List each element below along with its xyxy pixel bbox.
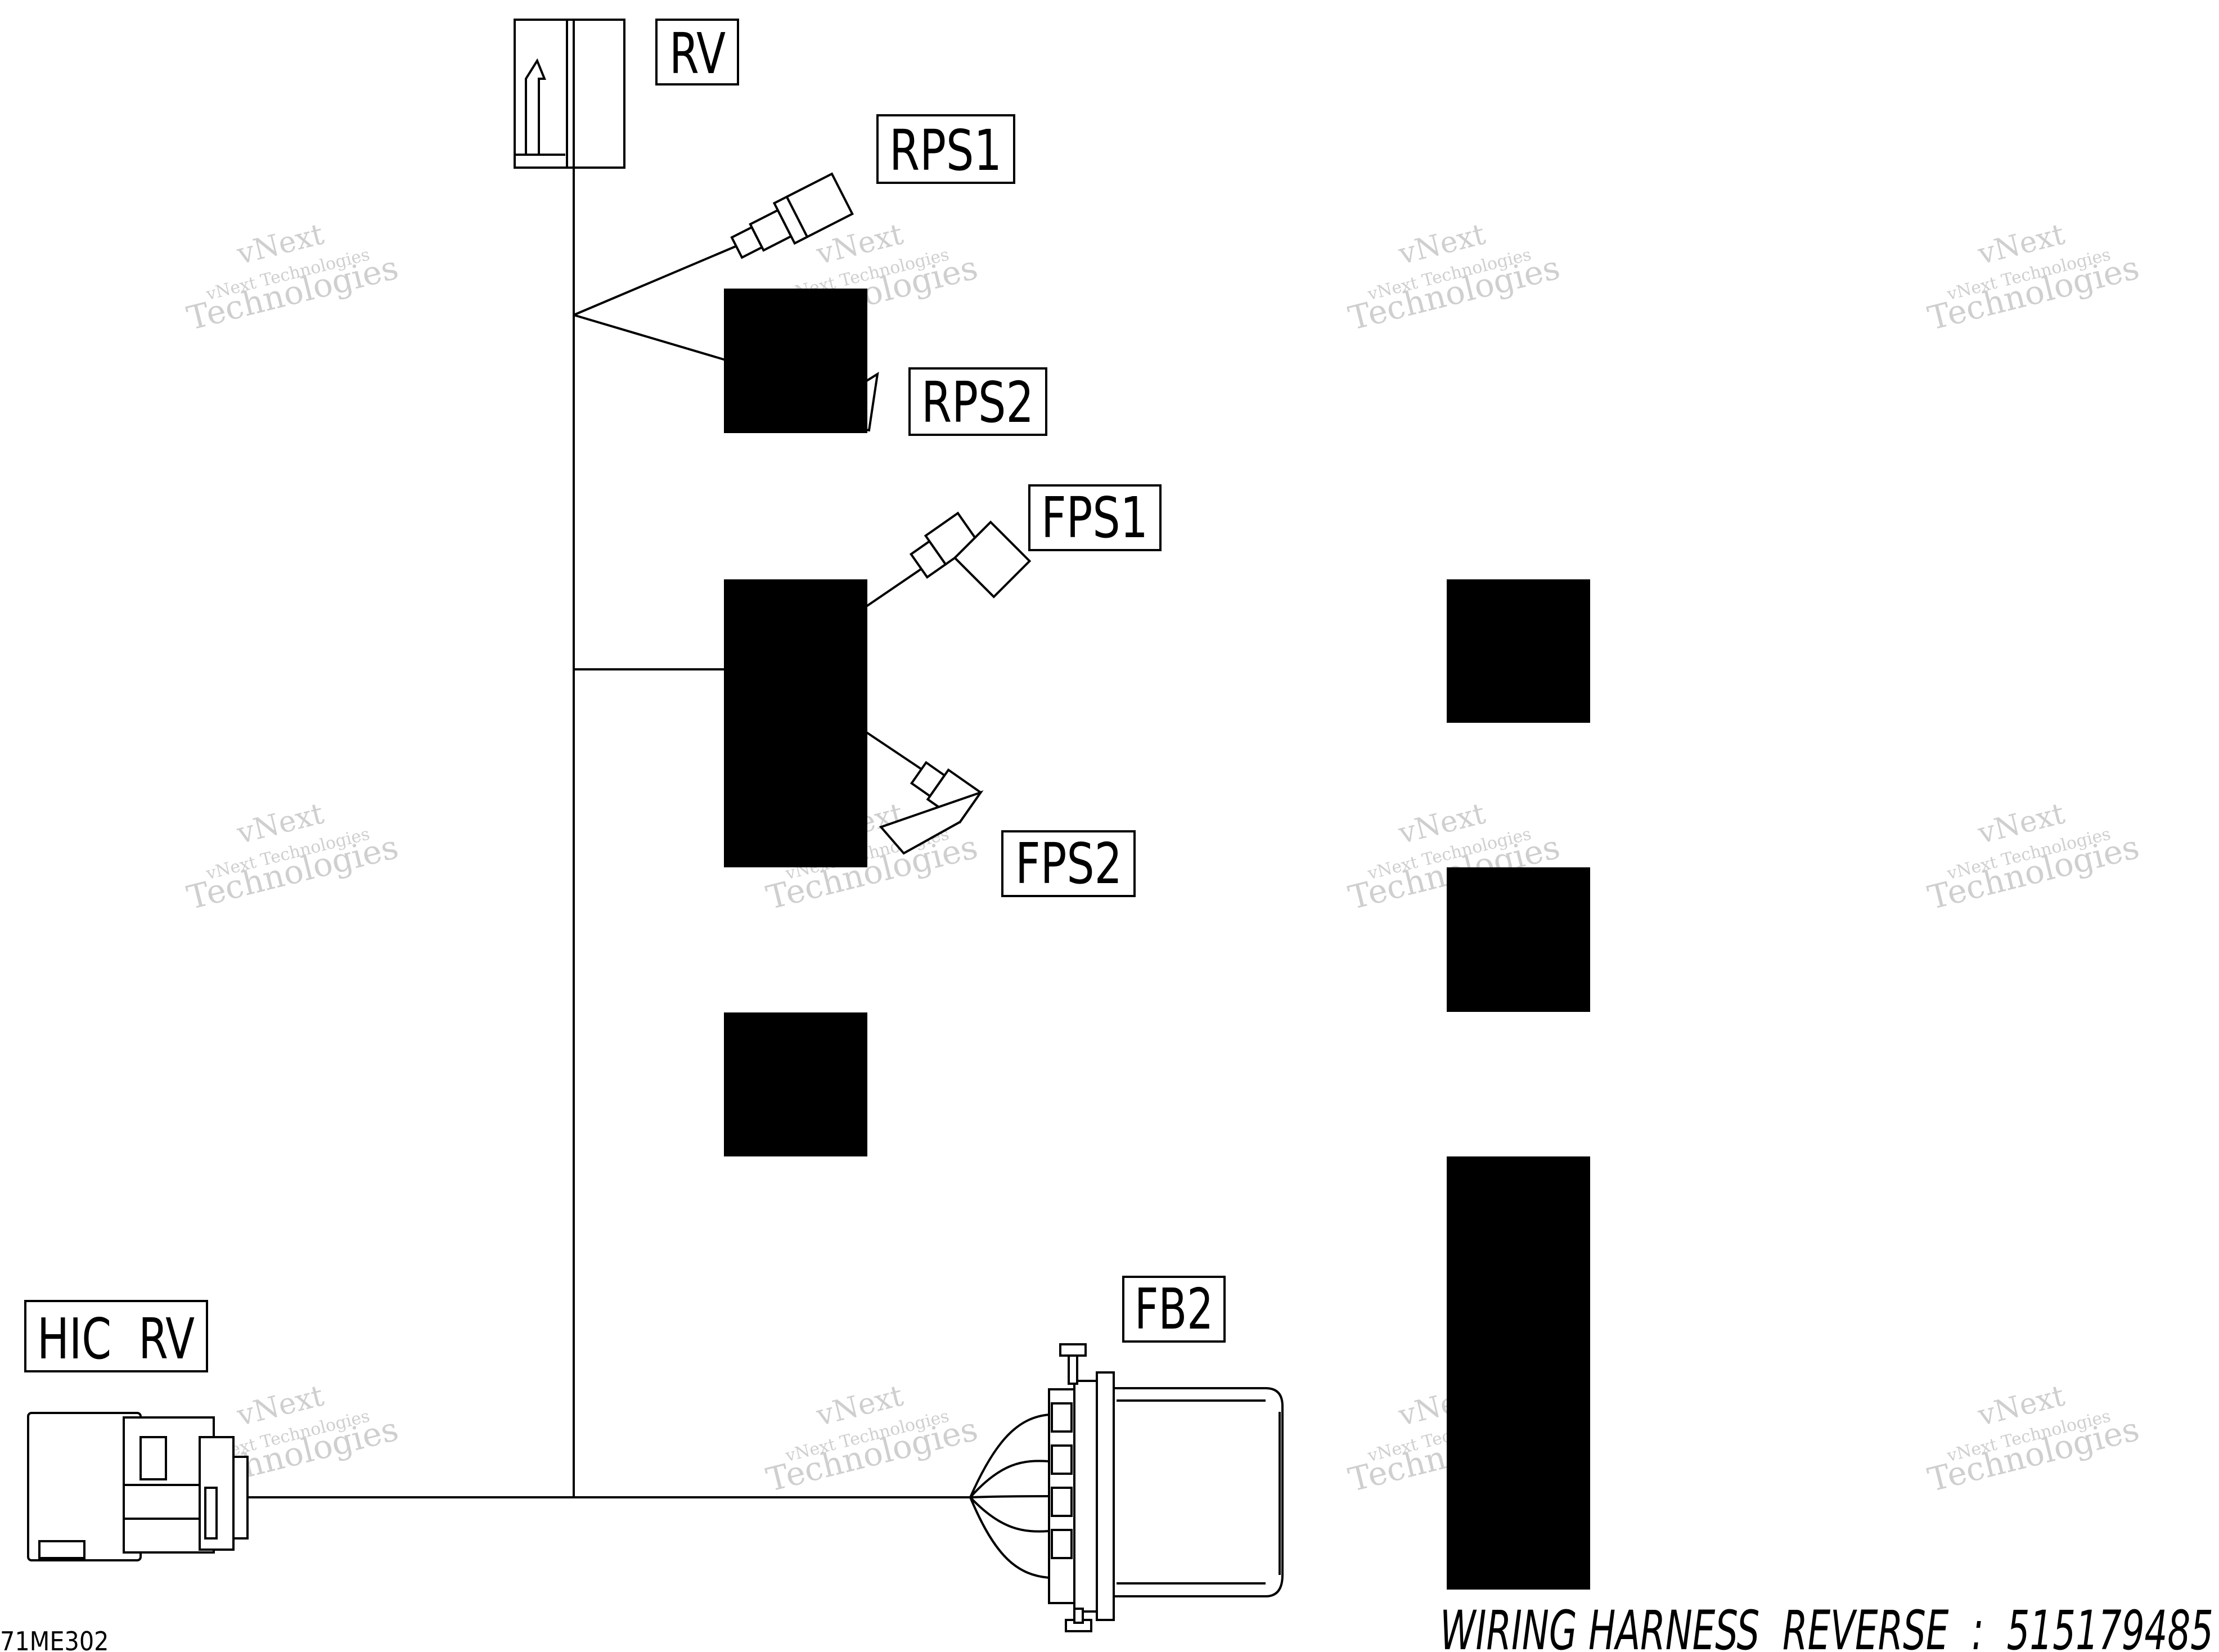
fb2-label: FB2 [1135, 1276, 1213, 1342]
fps1-label: FPS1 [1041, 485, 1148, 551]
redaction-block [724, 1012, 867, 1156]
redaction-block [1447, 1156, 1590, 1590]
fb2-label-box [1122, 1276, 1226, 1343]
branch-fps1-wire [859, 567, 924, 611]
branch-rps1-wire [573, 242, 744, 316]
drawing-code: 71ME302 [0, 1626, 109, 1652]
redaction-block [1447, 579, 1590, 723]
watermark-text: Technologies [183, 827, 402, 917]
hic-rv-label: HIC RV [37, 1306, 195, 1372]
watermark-text: Technologies [183, 248, 402, 337]
branch-fps2-wire [859, 727, 926, 773]
diagram-title: WIRING HARNESS REVERSE : 515179485 [1440, 1599, 2213, 1652]
fps2-connector [879, 760, 984, 855]
rv-label: RV [669, 21, 726, 87]
harness-wires [247, 163, 1050, 1579]
rps1-label-box [876, 114, 1015, 184]
fps1-label-box [1028, 484, 1162, 551]
hic-rv-label-box [24, 1300, 208, 1372]
rv-label-box [655, 19, 739, 85]
watermark-text: Technologies [1924, 1410, 2143, 1499]
fps2-label-box [1001, 830, 1136, 897]
hic-rv-connector [27, 1412, 249, 1561]
redaction-block [724, 289, 867, 433]
branch-rps2-wire [573, 314, 726, 361]
watermark-text: Technologies [1924, 827, 2143, 917]
watermark-text: Technologies [1924, 248, 2143, 337]
redaction-block [724, 579, 867, 867]
rps1-connector [730, 172, 854, 259]
rv-clip-connector [514, 19, 625, 169]
redaction-block [1447, 867, 1590, 1012]
fps2-label: FPS2 [1015, 831, 1122, 897]
rps2-label-box [908, 367, 1047, 436]
watermark-text: Technologies [1345, 248, 1564, 337]
redaction-blocks [724, 289, 1590, 1590]
fb2-connector [1048, 1343, 1284, 1632]
watermark-text: Technologies [763, 1410, 982, 1499]
rps2-label: RPS2 [921, 370, 1034, 435]
fps1-connector [909, 511, 1032, 598]
fb2-fan-wires [969, 1414, 1050, 1579]
rps1-label: RPS1 [889, 118, 1002, 183]
